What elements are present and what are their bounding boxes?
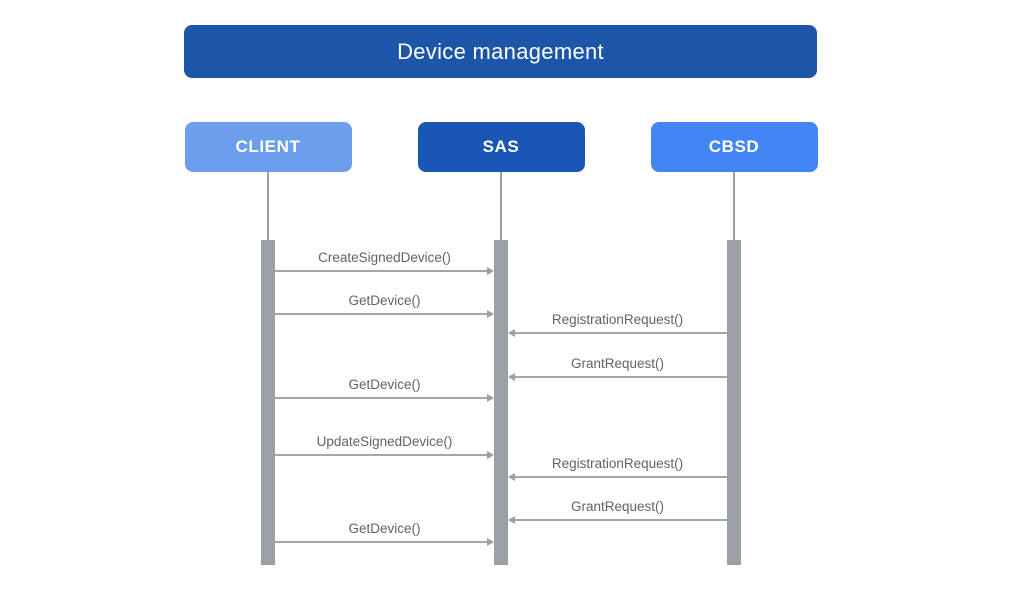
arrowhead-icon	[508, 473, 515, 481]
message-line	[275, 270, 488, 272]
arrowhead-icon	[487, 538, 494, 546]
arrowhead-icon	[508, 516, 515, 524]
message-line	[514, 332, 727, 334]
activation-bar-sas	[494, 240, 508, 565]
lifeline-cbsd	[733, 172, 735, 240]
arrowhead-icon	[508, 329, 515, 337]
message-line	[275, 397, 488, 399]
actor-label-client: CLIENT	[235, 137, 301, 156]
message-label: GetDevice()	[348, 293, 421, 308]
message-label: RegistrationRequest()	[551, 312, 684, 327]
activation-bar-client	[261, 240, 275, 565]
message-line	[514, 376, 727, 378]
message-line	[275, 454, 488, 456]
lifeline-client	[267, 172, 269, 240]
actor-box-cbsd: CBSD	[650, 122, 818, 172]
message-label: CreateSignedDevice()	[318, 250, 451, 265]
message-line	[275, 541, 488, 543]
diagram-title-bar: Device management	[184, 25, 817, 78]
arrowhead-icon	[487, 267, 494, 275]
activation-bar-cbsd	[727, 240, 741, 565]
actor-box-sas: SAS	[417, 122, 585, 172]
message-line	[514, 476, 727, 478]
message-label: GrantRequest()	[570, 499, 665, 514]
message-line	[514, 519, 727, 521]
actor-label-cbsd: CBSD	[708, 137, 760, 156]
message-line	[275, 313, 488, 315]
message-label: UpdateSignedDevice()	[316, 434, 453, 449]
lifeline-sas	[500, 172, 502, 240]
actor-box-client: CLIENT	[184, 122, 352, 172]
message-label: GetDevice()	[348, 377, 421, 392]
diagram-title: Device management	[397, 38, 604, 64]
actor-label-sas: SAS	[482, 137, 520, 156]
arrowhead-icon	[508, 373, 515, 381]
message-label: RegistrationRequest()	[551, 456, 684, 471]
message-label: GetDevice()	[348, 521, 421, 536]
message-label: GrantRequest()	[570, 356, 665, 371]
arrowhead-icon	[487, 451, 494, 459]
arrowhead-icon	[487, 394, 494, 402]
arrowhead-icon	[487, 310, 494, 318]
